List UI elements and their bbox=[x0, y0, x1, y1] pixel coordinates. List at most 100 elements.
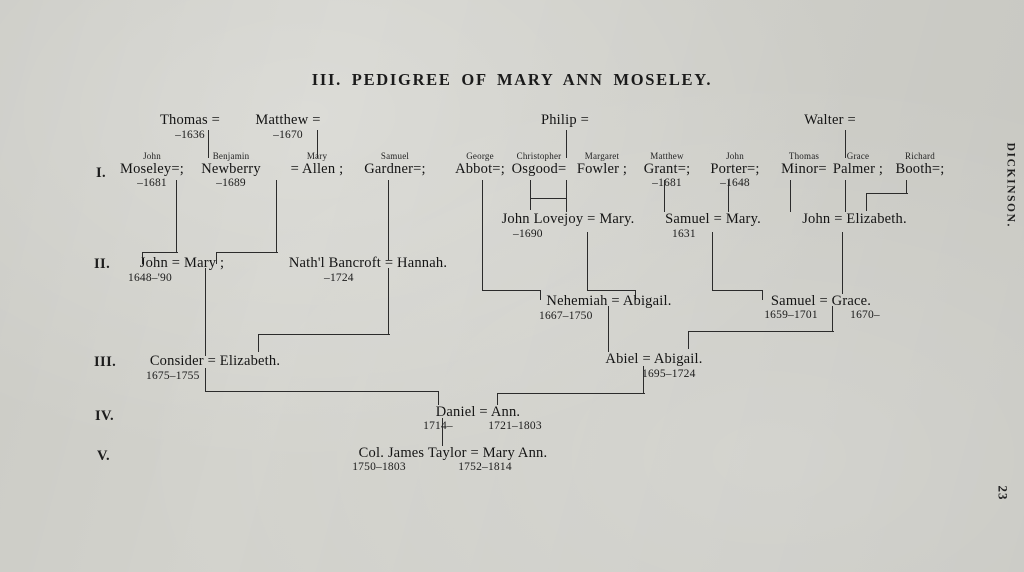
person-prefix: Mary bbox=[306, 151, 328, 161]
person-prefix: Samuel bbox=[380, 151, 410, 161]
connector-palmer-down bbox=[845, 180, 847, 212]
person-dates: –1681 bbox=[137, 177, 167, 190]
connector-newberry-bracket bbox=[216, 252, 278, 254]
person-name: John = Mary ; bbox=[139, 255, 225, 271]
connector-consider-bracket bbox=[205, 391, 439, 393]
page-number: 23 bbox=[995, 485, 1011, 501]
connector-nehemiah-up bbox=[540, 290, 542, 300]
person-name: Moseley=; bbox=[120, 160, 184, 177]
person-prefix: Benjamin bbox=[212, 151, 250, 161]
connector-booth-bracket bbox=[866, 193, 908, 195]
person-philip: Philip = bbox=[520, 112, 610, 129]
generation-label-v: V. bbox=[97, 448, 111, 464]
person-dates: –1648 bbox=[720, 177, 750, 190]
person-name: Abbot=; bbox=[455, 160, 505, 177]
connector-thomas-down bbox=[208, 130, 210, 158]
person-mary-allen: Mary = Allen ; bbox=[277, 151, 357, 177]
person-samuel-1631: Samuel = Mary. 1631 bbox=[658, 211, 768, 240]
connector-samuel1631-down bbox=[712, 232, 714, 290]
person-john-porter: John Porter=; –1648 bbox=[700, 151, 770, 190]
person-name: Abiel = Abigail. bbox=[605, 351, 703, 367]
person-dates: –1690 bbox=[513, 227, 543, 240]
person-prefix: Richard bbox=[905, 151, 935, 161]
generation-label-iv: IV. bbox=[95, 408, 115, 424]
connector-elizabeth-down bbox=[842, 232, 844, 294]
generation-label-i: I. bbox=[96, 165, 107, 181]
connector-abigail-up bbox=[635, 290, 637, 300]
person-james-taylor: Col. James Taylor = Mary Ann. bbox=[340, 445, 566, 462]
connector-walter-down bbox=[845, 130, 847, 158]
person-prefix: Matthew bbox=[650, 151, 684, 161]
person-thomas-minor: Thomas Minor= bbox=[768, 151, 840, 177]
connector-osgood-down bbox=[530, 180, 532, 210]
person-abiel: Abiel = Abigail. 1695–1724 bbox=[590, 351, 718, 380]
person-name: Samuel = Mary. bbox=[665, 211, 761, 227]
connector-samuel-ii-up bbox=[762, 290, 764, 300]
connector-nehemiah-down bbox=[608, 306, 610, 352]
connector-lovejoy-down-bracket bbox=[587, 290, 635, 292]
connector-daniel-down bbox=[442, 418, 444, 446]
person-samuel-grace: Samuel = Grace. bbox=[750, 293, 892, 310]
person-prefix: Thomas bbox=[788, 151, 820, 161]
person-name: Col. James Taylor = Mary Ann. bbox=[358, 445, 548, 461]
person-john-mary-ii: John = Mary ; 1648–'90 bbox=[128, 255, 236, 284]
person-name: Walter = bbox=[804, 112, 856, 128]
person-name: John Lovejoy = Mary. bbox=[501, 211, 635, 227]
person-daniel: Daniel = Ann. bbox=[412, 404, 544, 421]
connector-samuelgrace-down bbox=[832, 306, 834, 332]
person-prefix: John bbox=[143, 151, 161, 161]
person-name: Matthew = bbox=[255, 112, 321, 128]
connector-matthew-down bbox=[317, 130, 319, 158]
person-name: Osgood= bbox=[511, 160, 567, 177]
person-name: Thomas = bbox=[159, 112, 221, 128]
person-name: Booth=; bbox=[895, 160, 945, 177]
connector-gardner-down bbox=[388, 180, 390, 260]
generation-label-ii: II. bbox=[94, 256, 111, 272]
person-nathl-bancroft: Nath'l Bancroft = Hannah. –1724 bbox=[282, 255, 454, 284]
connector-abiel-bracket bbox=[497, 393, 645, 395]
person-name: Gardner=; bbox=[364, 160, 426, 177]
connector-lovejoy-up bbox=[566, 198, 568, 212]
person-name: = Allen ; bbox=[290, 160, 344, 177]
person-prefix: Margaret bbox=[584, 151, 620, 161]
person-dates: –1670 bbox=[273, 128, 303, 141]
connector-grant-down bbox=[664, 180, 666, 212]
person-name: Grant=; bbox=[643, 160, 691, 177]
connector-moseley-down bbox=[176, 180, 178, 253]
person-maryann-dates: 1752–1814 bbox=[458, 461, 512, 473]
person-name: Philip = bbox=[540, 112, 590, 128]
person-taylor-dates: 1750–1803 bbox=[352, 461, 406, 473]
person-george-abbot: George Abbot=; bbox=[440, 151, 520, 177]
person-name: Newberry bbox=[201, 160, 261, 177]
connector-lovejoy-bracket bbox=[530, 198, 567, 200]
connector-mary-ii-up bbox=[216, 252, 218, 264]
person-prefix: Christopher bbox=[516, 151, 562, 161]
connector-daniel-up bbox=[438, 391, 440, 405]
person-dates: –1681 bbox=[652, 177, 682, 190]
connector-porter-down bbox=[728, 180, 730, 212]
person-dates: –1689 bbox=[216, 177, 246, 190]
connector-abbot-bracket bbox=[482, 290, 540, 292]
connector-lovejoy-to-nehemiah bbox=[587, 232, 589, 290]
person-christopher-osgood: Christopher Osgood= bbox=[496, 151, 582, 177]
person-prefix: John bbox=[726, 151, 744, 161]
person-ann-dates: 1721–1803 bbox=[488, 420, 542, 432]
person-name: John = Elizabeth. bbox=[802, 211, 907, 227]
person-name: Nehemiah = Abigail. bbox=[546, 293, 672, 309]
person-dates: –1636 bbox=[175, 128, 205, 141]
generation-label-iii: III. bbox=[94, 354, 117, 370]
person-margaret-fowler: Margaret Fowler ; bbox=[562, 151, 642, 177]
person-thomas: Thomas = –1636 bbox=[145, 112, 235, 141]
person-john-moseley: John Moseley=; –1681 bbox=[110, 151, 194, 190]
running-head-dickinson: DICKINSON. bbox=[1004, 142, 1016, 228]
connector-consider-down bbox=[205, 368, 207, 392]
person-dates: –1724 bbox=[324, 271, 354, 284]
person-name: Palmer ; bbox=[832, 160, 884, 177]
person-samuel-grace-dates-left: 1659–1701 bbox=[764, 309, 818, 321]
person-consider: Consider = Elizabeth. 1675–1755 bbox=[140, 353, 290, 382]
person-dates: 1675–1755 bbox=[146, 369, 200, 382]
person-name: Nath'l Bancroft = Hannah. bbox=[288, 255, 448, 271]
person-matthew-grant: Matthew Grant=; –1681 bbox=[630, 151, 704, 190]
person-name: Consider = Elizabeth. bbox=[149, 353, 281, 369]
